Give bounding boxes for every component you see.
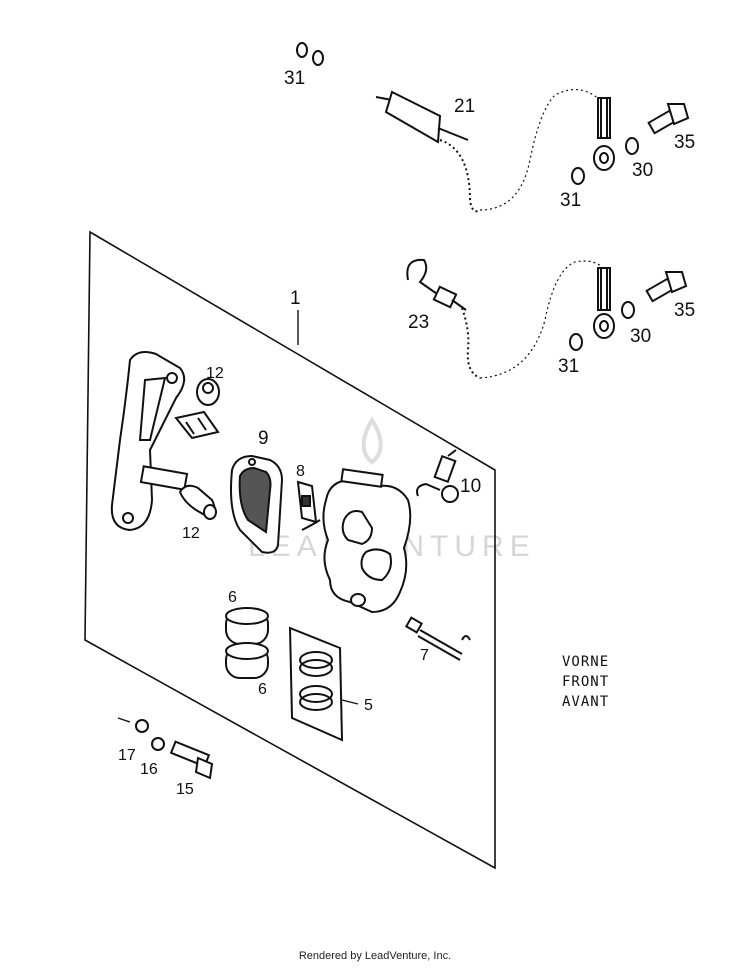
caliper-body: [301, 468, 412, 614]
footer-credit: Rendered by LeadVenture, Inc.: [298, 950, 452, 962]
direction-line-vorne: VORNE: [562, 654, 609, 670]
caliper-assembly-panel: [84, 230, 496, 870]
caliper-carrier-bracket: [110, 351, 186, 532]
callout-5: 5: [364, 697, 373, 714]
bolt-15: [169, 740, 214, 780]
washer-31-right-mid: [569, 333, 583, 351]
part-21-hose-end: [375, 90, 481, 213]
brake-pad-9: [230, 454, 284, 554]
callout-15: 15: [176, 781, 194, 798]
leader-line: [341, 699, 359, 705]
washer-30-top: [625, 137, 639, 155]
callout-10: 10: [460, 476, 481, 497]
callout-31-low: 31: [558, 356, 579, 377]
dashed-hose-top: [479, 89, 601, 211]
callout-31-top: 31: [284, 68, 305, 89]
callout-12-low: 12: [182, 525, 200, 542]
pad-spring-clip: [174, 410, 220, 440]
callout-9: 9: [258, 428, 269, 449]
callout-23: 23: [408, 312, 429, 333]
washer-30-mid: [621, 301, 635, 319]
callout-31-mid: 31: [560, 190, 581, 211]
callout-35-top: 35: [674, 132, 695, 153]
direction-line-front: FRONT: [562, 674, 609, 690]
callout-30-mid: 30: [630, 326, 651, 347]
seal-kit-5: [288, 626, 344, 742]
piston-6-low: [225, 642, 269, 679]
callout-6-low: 6: [258, 681, 267, 698]
callout-8: 8: [296, 463, 305, 480]
slide-pin: [139, 465, 189, 491]
dashed-hose-mid: [479, 260, 606, 379]
callout-30-top: 30: [632, 160, 653, 181]
boot-12-top: [196, 378, 220, 406]
washer-31-top: [296, 42, 324, 66]
banjo-fitting-top: [593, 97, 615, 171]
piston-6-top: [225, 607, 269, 645]
callout-21: 21: [454, 96, 475, 117]
callout-17: 17: [118, 747, 136, 764]
part-23-hose-elbow: [406, 258, 481, 379]
washer-31-right-top: [571, 167, 585, 185]
direction-line-avant: AVANT: [562, 694, 609, 710]
callout-12-top: 12: [206, 365, 224, 382]
washer-17: [135, 719, 149, 733]
callout-1: 1: [290, 288, 301, 309]
callout-16: 16: [140, 761, 158, 778]
callout-6-top: 6: [228, 589, 237, 606]
bolt-35-top: [647, 103, 690, 135]
watermark-flame-icon: [361, 416, 383, 465]
callout-35-mid: 35: [674, 300, 695, 321]
pad-pin-7: [404, 616, 471, 661]
washer-16: [151, 737, 165, 751]
banjo-fitting-mid: [593, 267, 615, 339]
leader-line: [117, 717, 131, 723]
bleeder-screw-10: [416, 449, 459, 503]
pad-shim-8: [296, 480, 318, 524]
boot-12-low: [178, 484, 217, 520]
bolt-35-mid: [645, 271, 688, 303]
callout-7: 7: [420, 647, 429, 664]
